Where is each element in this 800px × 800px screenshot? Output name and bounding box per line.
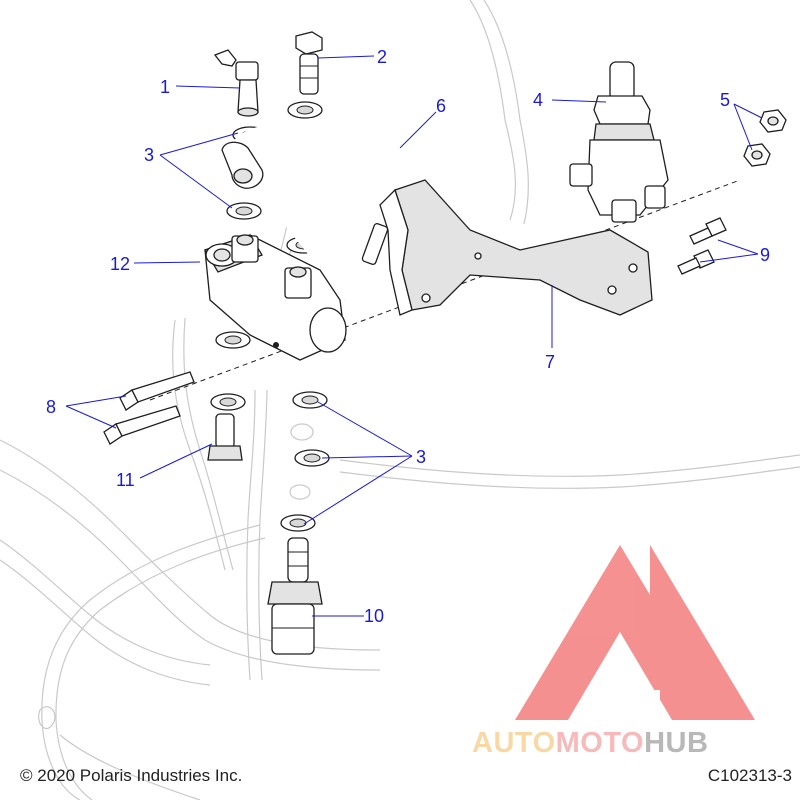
watermark-word-hub: HUB <box>644 727 708 759</box>
part-8-bolts <box>103 371 195 445</box>
part-6-brake-line <box>221 117 409 302</box>
callout-3-lower: 3 <box>416 447 426 467</box>
watermark-logo-right-stroke <box>650 545 755 720</box>
callout-7: 7 <box>545 352 555 372</box>
callout-3-upper: 3 <box>144 145 154 165</box>
automotohub-watermark: AUTOMOTOHUB <box>472 545 755 759</box>
assembly-axis-line <box>149 179 741 401</box>
watermark-logo-left-triangle <box>515 545 725 720</box>
part-5-nuts <box>743 109 787 167</box>
callout-11: 11 <box>116 470 135 490</box>
callout-12: 12 <box>110 254 130 274</box>
callout-9: 9 <box>760 245 770 265</box>
watermark-word-auto: AUTO <box>472 727 556 759</box>
part-9-screws <box>677 217 727 275</box>
part-12-distribution-block <box>204 234 347 361</box>
part-7-mounting-bracket <box>379 179 653 316</box>
part-1-bleeder-fitting <box>213 49 259 117</box>
callout-2: 2 <box>377 47 387 67</box>
part-4-brake-switch <box>569 61 669 223</box>
callout-1: 1 <box>160 77 170 97</box>
svg-text:AUTOMOTOHUB: AUTOMOTOHUB <box>472 727 708 759</box>
callout-labels: 1 2 3 4 5 6 7 8 9 10 11 12 3 <box>46 47 770 626</box>
callout-4: 4 <box>533 90 543 110</box>
diagram-code: C102313-3 <box>707 766 792 785</box>
callout-8: 8 <box>46 397 56 417</box>
callout-10: 10 <box>364 606 384 626</box>
part-11-bolt <box>207 413 243 461</box>
watermark-word-moto: MOTO <box>556 727 644 759</box>
copyright-notice: © 2020 Polaris Industries Inc. <box>20 766 243 785</box>
callout-6: 6 <box>436 96 446 116</box>
part-2-banjo-bolt <box>295 31 323 95</box>
part-10-adapter-fitting <box>267 537 323 655</box>
callout-5: 5 <box>720 90 730 110</box>
callout-leader-lines <box>65 55 763 617</box>
